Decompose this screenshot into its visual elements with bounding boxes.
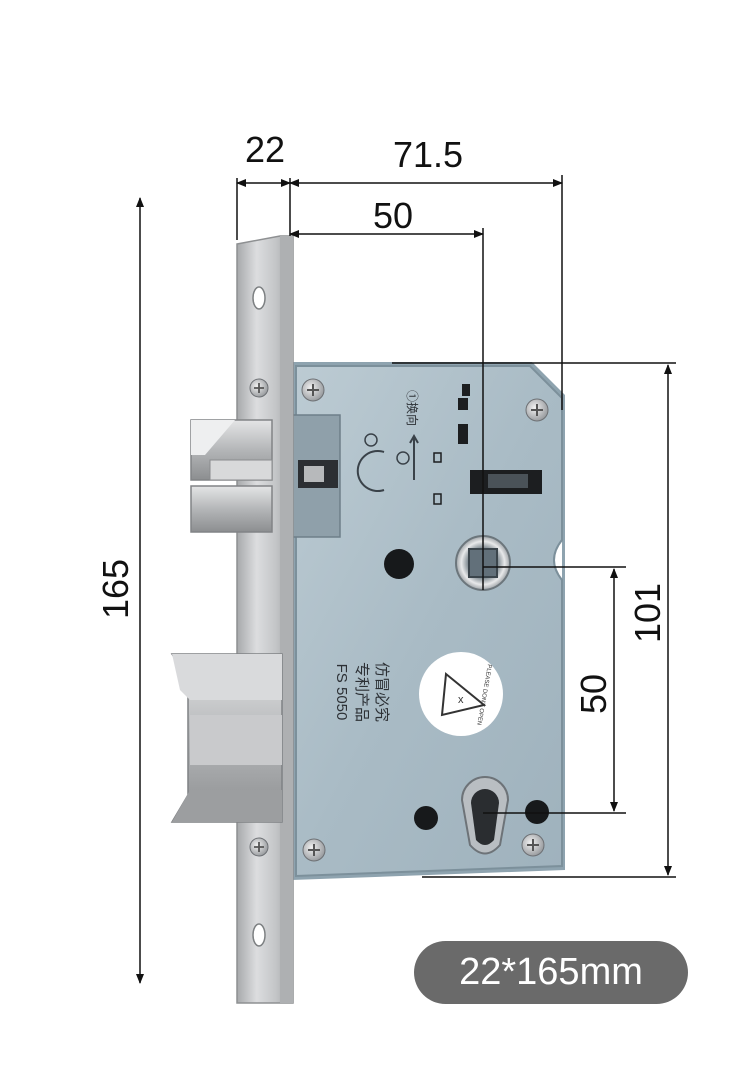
case-screws (301, 378, 549, 862)
warning-sticker: x PLEASE DON'T OPEN (419, 652, 503, 736)
dim-center-distance: 50 (573, 673, 614, 714)
dim-case-height: 101 (627, 582, 668, 643)
dim-faceplate-width: 22 (245, 129, 286, 170)
case-model-text: FS 5050 (333, 664, 350, 721)
dimension-lines (136, 175, 676, 984)
dim-backset: 50 (373, 195, 414, 236)
faceplate (170, 235, 294, 1004)
dim-faceplate-length: 165 (95, 558, 136, 619)
lock-case: x PLEASE DON'T OPEN FS 5050 专利产品 仿冒必究 ①换… (291, 362, 565, 880)
dim-case-depth: 71.5 (393, 134, 464, 175)
case-warning-text: 仿冒必究 (373, 662, 390, 722)
size-badge: 22*165mm (414, 941, 688, 1004)
svg-text:x: x (458, 694, 464, 706)
latch-bolt (190, 419, 273, 533)
case-handing-text: ①换向 (405, 390, 420, 426)
case-patent-text: 专利产品 (353, 662, 370, 722)
dead-bolt (170, 653, 283, 823)
